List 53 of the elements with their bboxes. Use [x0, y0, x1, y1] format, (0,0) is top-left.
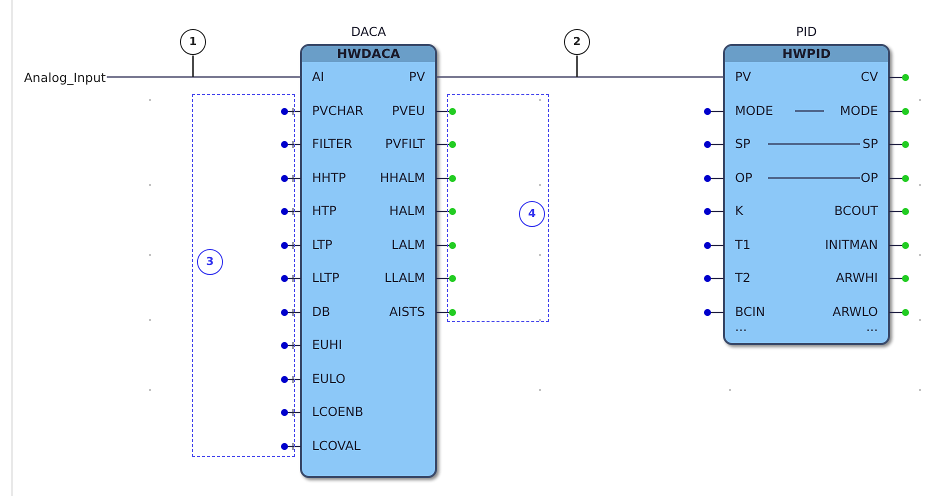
pin-label: PV [735, 70, 752, 84]
pin-label: PV [408, 70, 425, 84]
more-pins-ellipsis: ... [735, 320, 747, 334]
callout-number: 3 [197, 249, 223, 275]
block-name: DACA [351, 25, 386, 39]
callout-number: 2 [564, 29, 590, 55]
pin-label: FILTER [312, 137, 352, 151]
pin-label: EUHI [312, 338, 342, 352]
pin-label: ARWHI [836, 271, 878, 285]
pin-label: HHTP [312, 171, 346, 185]
callout-number: 1 [180, 29, 206, 55]
pin-label: LALM [391, 238, 425, 252]
pin-label: DB [312, 305, 330, 319]
pin-label: OP [860, 171, 878, 185]
pin-label: MODE [735, 104, 774, 118]
signal-name: Analog_Input [24, 70, 106, 85]
dashed-group-box [192, 94, 295, 457]
block-name: PID [796, 25, 817, 39]
pin-label: K [735, 204, 744, 218]
callout-number: 4 [519, 201, 545, 227]
pin-label: CV [860, 70, 878, 84]
block-type-header: HWDACA [302, 46, 435, 62]
pin-label: MODE [840, 104, 878, 118]
block-type-header: HWPID [725, 46, 888, 62]
pin-label: AISTS [389, 305, 425, 319]
signal-wire [437, 76, 723, 78]
pin-label: LLALM [384, 271, 425, 285]
signal-wire [106, 76, 300, 78]
pin-label: OP [735, 171, 752, 185]
pin-label: HALM [389, 204, 425, 218]
pin-label: HHALM [380, 171, 425, 185]
more-pins-ellipsis: ... [866, 320, 878, 334]
pin-label: INITMAN [824, 238, 878, 252]
pin-label: SP [862, 137, 878, 151]
pin-label: BCIN [735, 305, 766, 319]
pin-label: LLTP [312, 271, 340, 285]
dashed-group-box [447, 94, 549, 322]
pin-label: HTP [312, 204, 337, 218]
pin-label: LCOENB [312, 405, 364, 419]
pin-label: LCOVAL [312, 439, 361, 453]
pin-label: PVEU [392, 104, 425, 118]
pin-label: PVFILT [385, 137, 425, 151]
pin-label: EULO [312, 372, 346, 386]
pin-label: SP [735, 137, 750, 151]
pin-label: LTP [312, 238, 332, 252]
pin-label: AI [312, 70, 324, 84]
pin-label: T1 [735, 238, 751, 252]
pin-label: BCOUT [834, 204, 878, 218]
pin-label: PVCHAR [312, 104, 364, 118]
pin-label: T2 [735, 271, 751, 285]
leader-line [192, 56, 194, 77]
leader-line [576, 56, 578, 77]
pin-label: ARWLO [832, 305, 878, 319]
